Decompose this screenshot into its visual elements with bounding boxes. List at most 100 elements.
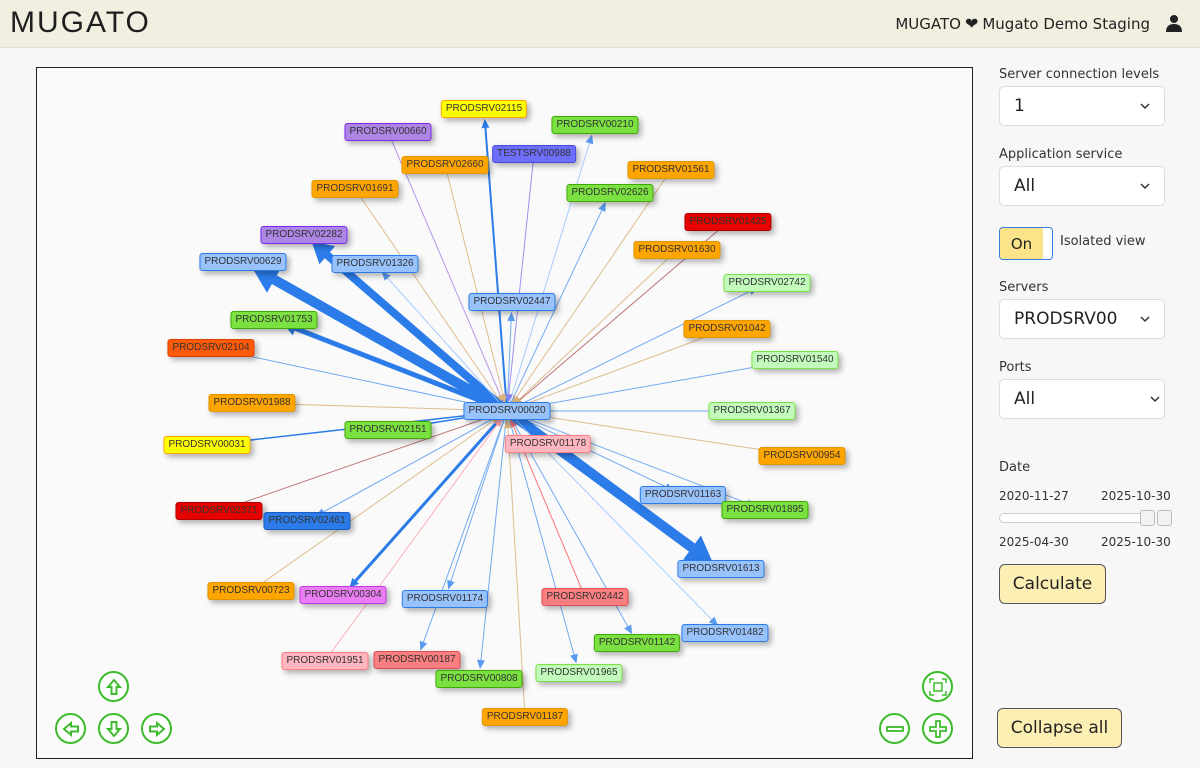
edge-prodsrv02742[interactable]: [506, 287, 757, 412]
edge-prodsrv00808[interactable]: [479, 410, 508, 668]
edge-prodsrv02461[interactable]: [317, 410, 508, 516]
graph-node-prodsrv00660[interactable]: PRODSRV00660: [344, 123, 432, 141]
levels-value: 1: [1014, 96, 1025, 116]
date-range-start-handle[interactable]: [1140, 510, 1155, 526]
edge-prodsrv01042[interactable]: [516, 328, 728, 408]
graph-node-prodsrv01163[interactable]: PRODSRV01163: [639, 486, 727, 504]
pan-right-button[interactable]: [141, 713, 172, 744]
edge-prodsrv00723[interactable]: [250, 416, 500, 592]
graph-node-prodsrv00187[interactable]: PRODSRV00187: [373, 651, 461, 669]
edge-prodsrv02447[interactable]: [506, 313, 512, 412]
edge-prodsrv00660[interactable]: [387, 131, 504, 402]
graph-node-prodsrv01482[interactable]: PRODSRV01482: [681, 624, 769, 642]
graph-node-prodsrv01367[interactable]: PRODSRV01367: [708, 402, 796, 420]
graph-node-prodsrv01895[interactable]: PRODSRV01895: [721, 501, 809, 519]
zoom-in-button[interactable]: [922, 713, 953, 744]
graph-node-prodsrv00954[interactable]: PRODSRV00954: [758, 447, 846, 465]
pan-down-button[interactable]: [98, 713, 129, 744]
graph-node-prodsrv02461[interactable]: PRODSRV02461: [263, 512, 351, 530]
graph-node-prodsrv01178[interactable]: PRODSRV01178: [504, 435, 592, 453]
graph-node-prodsrv00723[interactable]: PRODSRV00723: [207, 582, 295, 600]
graph-node-prodsrv02442[interactable]: PRODSRV02442: [541, 588, 629, 606]
edge-testsrv00988[interactable]: [507, 153, 535, 402]
ports-select[interactable]: All: [999, 379, 1165, 419]
graph-node-prodsrv01613[interactable]: PRODSRV01613: [677, 560, 765, 578]
user-icon[interactable]: [1166, 14, 1182, 32]
edge-prodsrv01326[interactable]: [382, 272, 508, 412]
edge-prodsrv02115[interactable]: [484, 122, 508, 412]
mugato-logo[interactable]: MUGATO: [10, 6, 151, 39]
edge-prodsrv01691[interactable]: [354, 188, 502, 404]
edge-prodsrv01561[interactable]: [512, 169, 672, 404]
graph-node-prodsrv02282[interactable]: PRODSRV02282: [260, 226, 348, 244]
graph-node-prodsrv01142[interactable]: PRODSRV01142: [593, 634, 681, 652]
graph-node-prodsrv02371[interactable]: PRODSRV02371: [175, 502, 263, 520]
levels-select[interactable]: 1: [999, 86, 1165, 126]
edge-arrow-icon: [504, 393, 513, 404]
calculate-button[interactable]: Calculate: [999, 564, 1106, 604]
edge-prodsrv01630[interactable]: [513, 249, 678, 405]
workspace-name: Mugato Demo Staging: [982, 14, 1150, 33]
graph-node-prodsrv01187[interactable]: PRODSRV01187: [481, 708, 569, 726]
servers-select[interactable]: PRODSRV00: [999, 299, 1165, 339]
edge-prodsrv02371[interactable]: [218, 413, 498, 512]
date-range-slider[interactable]: [999, 513, 1149, 523]
graph-node-prodsrv02151[interactable]: PRODSRV02151: [344, 421, 432, 439]
graph-node-prodsrv00031[interactable]: PRODSRV00031: [163, 436, 251, 454]
edge-prodsrv00629[interactable]: [266, 272, 510, 416]
graph-node-prodsrv01425[interactable]: PRODSRV01425: [684, 213, 772, 231]
graph-node-prodsrv01965[interactable]: PRODSRV01965: [535, 664, 623, 682]
graph-node-prodsrv01540[interactable]: PRODSRV01540: [751, 351, 839, 369]
graph-node-prodsrv01042[interactable]: PRODSRV01042: [683, 320, 771, 338]
collapse-all-button[interactable]: Collapse all: [997, 708, 1122, 748]
pan-left-button[interactable]: [55, 713, 86, 744]
isolated-view-toggle[interactable]: On: [999, 227, 1053, 260]
edge-prodsrv00954[interactable]: [516, 412, 803, 457]
edge-arrow-icon: [507, 311, 516, 322]
graph-node-prodsrv01951[interactable]: PRODSRV01951: [281, 652, 369, 670]
edge-prodsrv02626[interactable]: [506, 203, 606, 412]
graph-node-prodsrv02626[interactable]: PRODSRV02626: [566, 184, 654, 202]
graph-node-prodsrv00210[interactable]: PRODSRV00210: [551, 116, 639, 134]
graph-node-prodsrv00629[interactable]: PRODSRV00629: [199, 253, 287, 271]
graph-node-prodsrv02447[interactable]: PRODSRV02447: [468, 293, 556, 311]
graph-node-prodsrv01691[interactable]: PRODSRV01691: [311, 180, 399, 198]
graph-node-prodsrv01326[interactable]: PRODSRV01326: [331, 255, 419, 273]
edge-prodsrv01753[interactable]: [291, 324, 508, 414]
graph-node-prodsrv02742[interactable]: PRODSRV02742: [723, 274, 811, 292]
workspace-indicator[interactable]: MUGATO ❤ Mugato Demo Staging: [895, 14, 1150, 33]
date-min: 2020-11-27: [999, 489, 1069, 503]
app-service-select[interactable]: All: [999, 166, 1165, 206]
edge-arrow-icon: [481, 118, 490, 129]
graph-node-prodsrv02115[interactable]: PRODSRV02115: [440, 100, 528, 118]
edge-prodsrv00304[interactable]: [352, 410, 509, 585]
edge-prodsrv01540[interactable]: [506, 361, 784, 412]
edge-prodsrv00187[interactable]: [420, 410, 508, 649]
edge-prodsrv00210[interactable]: [506, 136, 592, 412]
pan-up-button[interactable]: [98, 671, 129, 702]
zoom-in-icon: [928, 719, 947, 738]
edge-prodsrv01187[interactable]: [507, 420, 526, 718]
date-from: 2025-04-30: [999, 535, 1069, 549]
graph-node-prodsrv02660[interactable]: PRODSRV02660: [401, 156, 489, 174]
graph-node-prodsrv01988[interactable]: PRODSRV01988: [208, 394, 296, 412]
edge-prodsrv01613[interactable]: [504, 406, 700, 556]
edge-prodsrv01951[interactable]: [324, 418, 502, 662]
date-range-end-handle[interactable]: [1157, 510, 1172, 526]
edge-prodsrv02282[interactable]: [321, 249, 510, 415]
graph-node-prodsrv00808[interactable]: PRODSRV00808: [435, 670, 523, 688]
edge-prodsrv02660[interactable]: [444, 164, 506, 402]
zoom-out-button[interactable]: [879, 713, 910, 744]
graph-node-prodsrv02104[interactable]: PRODSRV02104: [167, 339, 255, 357]
graph-node-prodsrv01753[interactable]: PRODSRV01753: [230, 311, 318, 329]
fit-view-button[interactable]: [922, 671, 953, 702]
edge-prodsrv01174[interactable]: [448, 410, 508, 588]
graph-node-prodsrv01174[interactable]: PRODSRV01174: [401, 590, 489, 608]
graph-node-prodsrv00020[interactable]: PRODSRV00020: [463, 402, 551, 420]
graph-node-prodsrv00304[interactable]: PRODSRV00304: [299, 586, 387, 604]
edge-prodsrv02104[interactable]: [222, 350, 508, 412]
graph-node-testsrv00988[interactable]: TESTSRV00988: [492, 145, 576, 163]
graph-node-prodsrv01630[interactable]: PRODSRV01630: [633, 241, 721, 259]
graph-node-prodsrv01561[interactable]: PRODSRV01561: [627, 161, 715, 179]
